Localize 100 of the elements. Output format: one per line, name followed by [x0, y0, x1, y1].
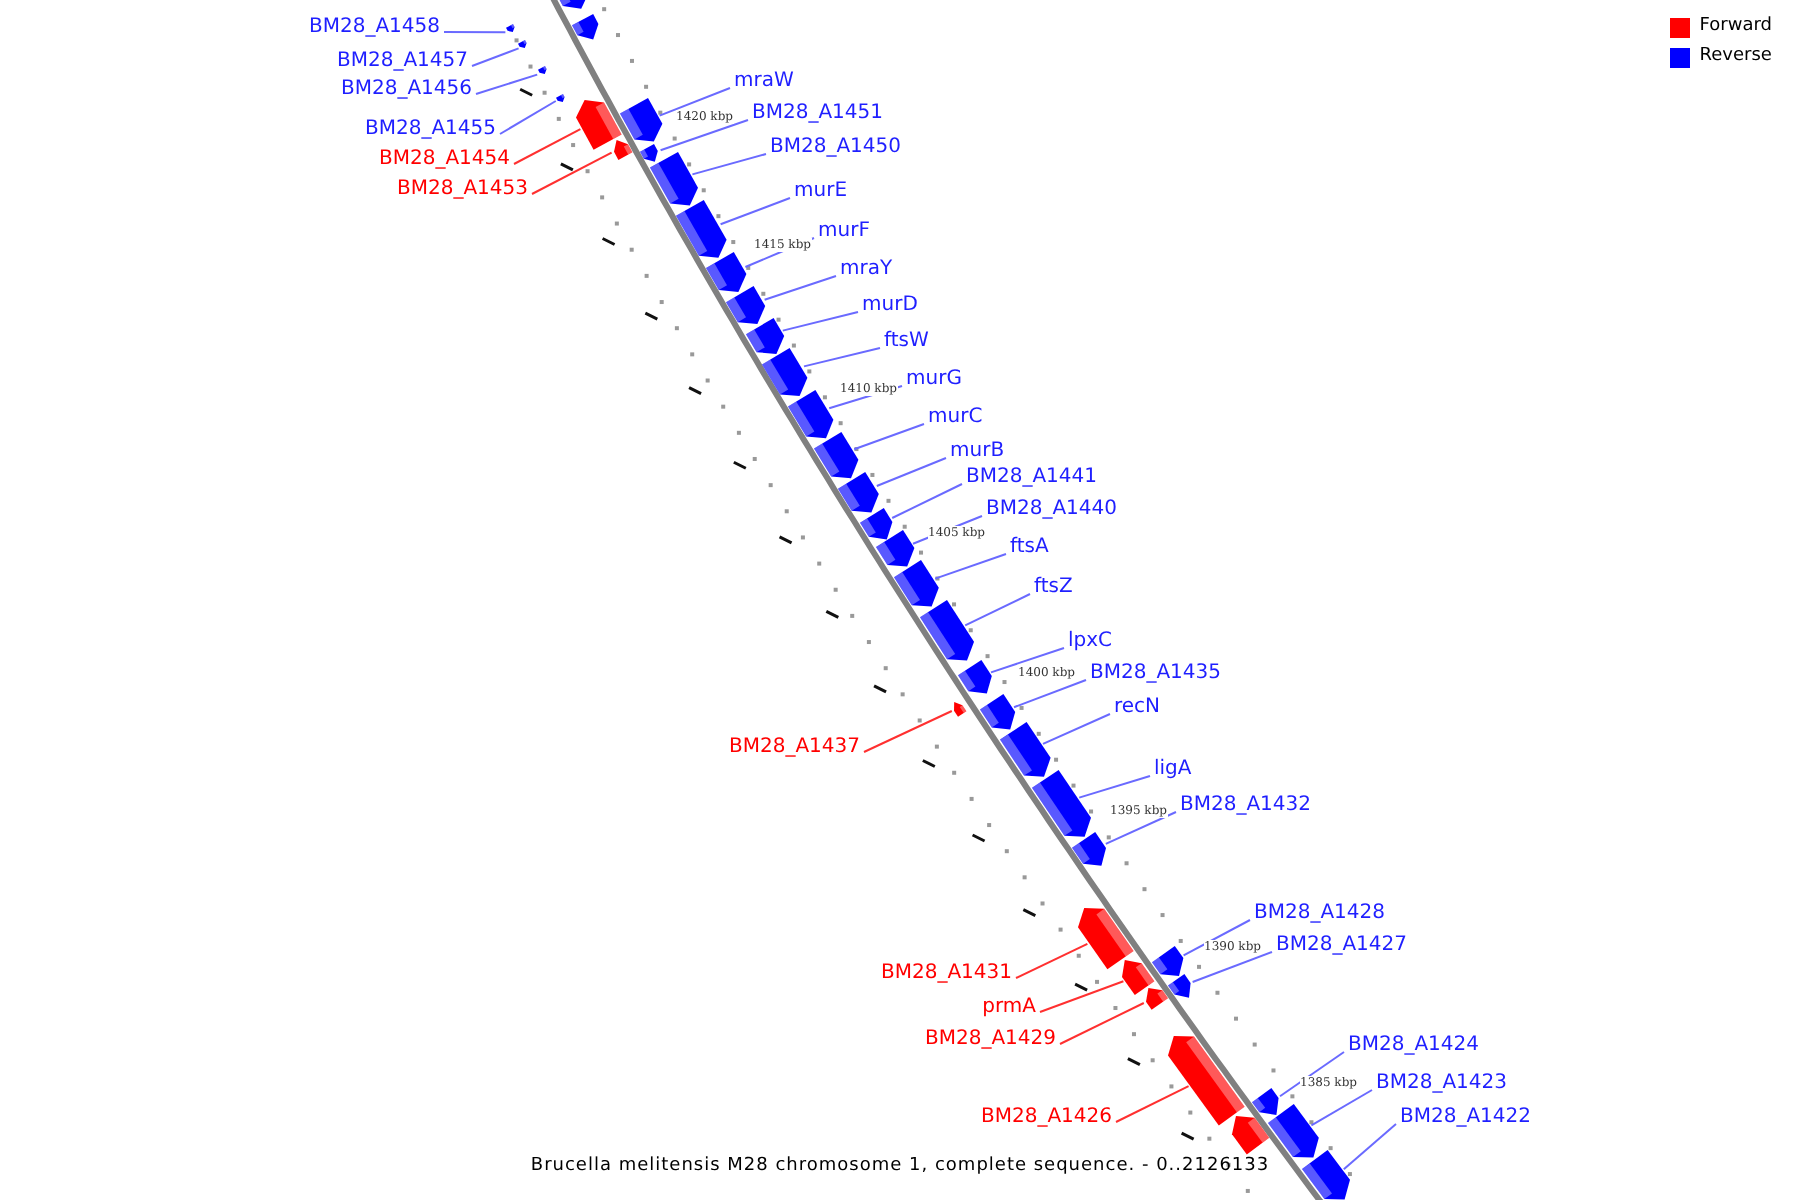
gene-block	[1072, 831, 1107, 866]
leader-line	[1310, 1089, 1373, 1127]
legend-label: Reverse	[1699, 46, 1772, 68]
gene-label: murC	[928, 406, 983, 430]
gene-block	[762, 347, 809, 396]
gene-label: BM28_A1457	[336, 50, 468, 74]
gene-block	[1251, 1087, 1279, 1115]
gene-block	[619, 98, 663, 143]
gene-label: BM28_A1441	[966, 466, 1098, 490]
gene-block	[1301, 1150, 1350, 1200]
gene-label: BM28_A1429	[924, 1028, 1056, 1052]
gene-block	[875, 530, 914, 568]
gene-label: BM28_A1424	[1348, 1034, 1480, 1058]
gene-block	[979, 694, 1015, 730]
gene-block	[613, 139, 632, 160]
gene-label: BM28_A1437	[728, 736, 860, 760]
gene-block	[649, 152, 698, 207]
gene-block	[1267, 1104, 1319, 1159]
gene-block	[726, 285, 766, 324]
gene-label: BM28_A1456	[340, 78, 472, 102]
gene-block	[1122, 959, 1155, 995]
gene-block	[919, 600, 974, 662]
gene-block	[1145, 988, 1168, 1010]
gene-block	[999, 722, 1051, 777]
leader-line	[1078, 775, 1151, 799]
gene-label: BM28_A1422	[1400, 1106, 1532, 1130]
gene-label: ligA	[1154, 758, 1192, 782]
leader-line	[1042, 713, 1111, 745]
leader-line	[853, 423, 925, 451]
leader-line	[719, 197, 791, 226]
gene-label: murG	[906, 368, 962, 392]
gene-block	[576, 99, 622, 150]
gene-block	[813, 431, 858, 478]
leader-line	[658, 87, 731, 117]
gene-label: BM28_A1426	[980, 1106, 1112, 1130]
gene-label: BM28_A1431	[880, 962, 1012, 986]
leader-line	[1013, 679, 1087, 709]
gene-block	[859, 507, 892, 539]
gene-label: BM28_A1453	[396, 178, 528, 202]
gene-label: lpxC	[1068, 630, 1113, 654]
leader-line	[1104, 811, 1177, 845]
leader-line	[531, 151, 613, 195]
gene-label: ftsZ	[1034, 576, 1073, 600]
gene-label: BM28_A1450	[770, 136, 902, 160]
gene-block	[537, 66, 546, 75]
leader-line	[990, 647, 1065, 674]
leader-line	[1182, 919, 1251, 957]
gene-block	[1231, 1116, 1269, 1155]
leader-line	[475, 73, 539, 95]
gene-block	[1031, 769, 1091, 837]
gene-label: BM28_A1435	[1090, 662, 1222, 686]
gene-block	[838, 471, 879, 512]
gene-label: BM28_A1423	[1376, 1072, 1508, 1096]
gene-block	[572, 14, 599, 41]
gene-label: BM28_A1440	[986, 498, 1118, 522]
leader-line	[781, 311, 859, 332]
leader-line	[443, 31, 507, 34]
gene-block	[518, 40, 528, 49]
gene-block	[1168, 974, 1191, 998]
gene-block	[706, 251, 748, 292]
leader-line	[891, 483, 963, 519]
leader-line	[471, 47, 520, 67]
leader-line	[659, 119, 749, 152]
gene-label: BM28_A1451	[752, 102, 884, 126]
leader-line	[763, 275, 837, 301]
leader-line	[499, 100, 557, 135]
leader-line	[1191, 951, 1273, 983]
leader-line	[934, 553, 1007, 580]
leader-line	[691, 153, 767, 176]
gene-block	[788, 389, 834, 438]
leader-line	[863, 710, 953, 753]
leader-line	[513, 128, 582, 165]
gene-block	[894, 560, 940, 608]
gene-label: BM28_A1432	[1180, 794, 1312, 818]
gene-block	[676, 200, 728, 258]
gene-block	[555, 93, 565, 102]
gene-label: prmA	[982, 996, 1036, 1020]
gene-block	[640, 144, 659, 163]
gene-label: mraW	[734, 70, 794, 94]
leader-line	[803, 347, 881, 368]
gene-label: BM28_A1427	[1276, 934, 1408, 958]
gene-block	[745, 317, 784, 354]
leader-line	[964, 593, 1031, 627]
gene-label: murE	[794, 180, 848, 204]
gene-block	[953, 701, 966, 716]
leader-line	[875, 457, 947, 487]
gene-label: murD	[862, 294, 918, 318]
legend-label: Forward	[1699, 16, 1772, 38]
gene-label: murB	[950, 440, 1005, 464]
gene-label: BM28_A1454	[378, 148, 510, 172]
leader-line	[1015, 942, 1089, 979]
leader-line	[1342, 1123, 1397, 1171]
gene-label: BM28_A1428	[1254, 902, 1386, 926]
gene-block	[1168, 1035, 1246, 1126]
gene-block	[1151, 945, 1183, 976]
leader-line	[1279, 1051, 1345, 1098]
gene-block	[957, 660, 992, 695]
gene-label: ftsA	[1010, 536, 1049, 560]
gene-label: ftsW	[884, 330, 929, 354]
leader-line	[1059, 1002, 1145, 1045]
